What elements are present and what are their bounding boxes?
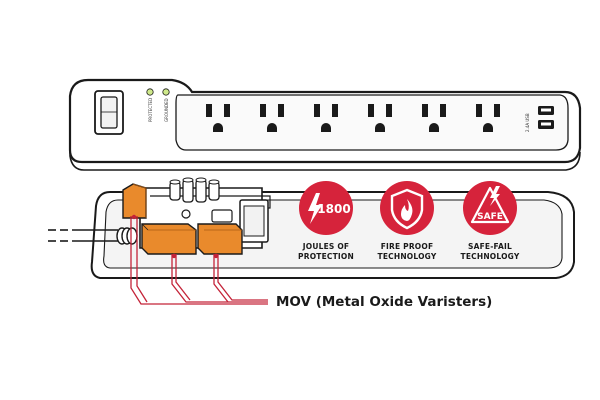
safe-text: SAFE bbox=[477, 212, 503, 222]
badge-joules: 1800 JOULES OF PROTECTION bbox=[298, 181, 354, 261]
mov-2 bbox=[141, 223, 197, 255]
strip-top-cover: PROTECTED GROUNDED 2.4A USB bbox=[68, 78, 582, 171]
mov-components bbox=[122, 183, 243, 255]
badge-joules-line2: PROTECTION bbox=[298, 252, 354, 261]
outlet-icon[interactable] bbox=[368, 104, 392, 132]
outlet-icon[interactable] bbox=[206, 104, 230, 132]
outlet-icon[interactable] bbox=[422, 104, 446, 132]
mov-3 bbox=[197, 223, 243, 255]
grounded-label: GROUNDED bbox=[164, 98, 169, 122]
mov-1 bbox=[122, 183, 147, 219]
outlet-row bbox=[206, 104, 500, 132]
power-switch[interactable] bbox=[94, 90, 124, 135]
callout-leaders bbox=[130, 216, 268, 305]
usb-label: 2.4A USB bbox=[525, 113, 530, 132]
leader-dots bbox=[131, 214, 219, 259]
badge-safefail-line1: SAFE-FAIL bbox=[468, 242, 512, 251]
badge-joules-line1: JOULES OF bbox=[302, 242, 349, 251]
grounded-led-icon bbox=[162, 88, 170, 96]
outlet-icon[interactable] bbox=[476, 104, 500, 132]
badge-fireproof-line2: TECHNOLOGY bbox=[378, 252, 437, 261]
badge-fireproof: FIRE PROOF TECHNOLOGY bbox=[378, 181, 437, 261]
flame-shield-icon bbox=[390, 188, 424, 230]
joules-number: 1800 bbox=[317, 202, 350, 216]
protected-label: PROTECTED bbox=[148, 98, 153, 122]
power-cord bbox=[48, 227, 138, 245]
lightning-icon bbox=[308, 193, 322, 224]
badge-circle bbox=[299, 181, 353, 235]
mov-callout-label: MOV (Metal Oxide Varisters) bbox=[276, 294, 492, 310]
badge-safefail: SAFE SAFE-FAIL TECHNOLOGY bbox=[461, 181, 520, 261]
outlet-icon[interactable] bbox=[314, 104, 338, 132]
safe-triangle-icon bbox=[470, 186, 510, 224]
badge-safefail-line2: TECHNOLOGY bbox=[461, 252, 520, 261]
protected-led-icon bbox=[146, 88, 154, 96]
badge-fireproof-line1: FIRE PROOF bbox=[381, 242, 434, 251]
outlet-icon[interactable] bbox=[260, 104, 284, 132]
